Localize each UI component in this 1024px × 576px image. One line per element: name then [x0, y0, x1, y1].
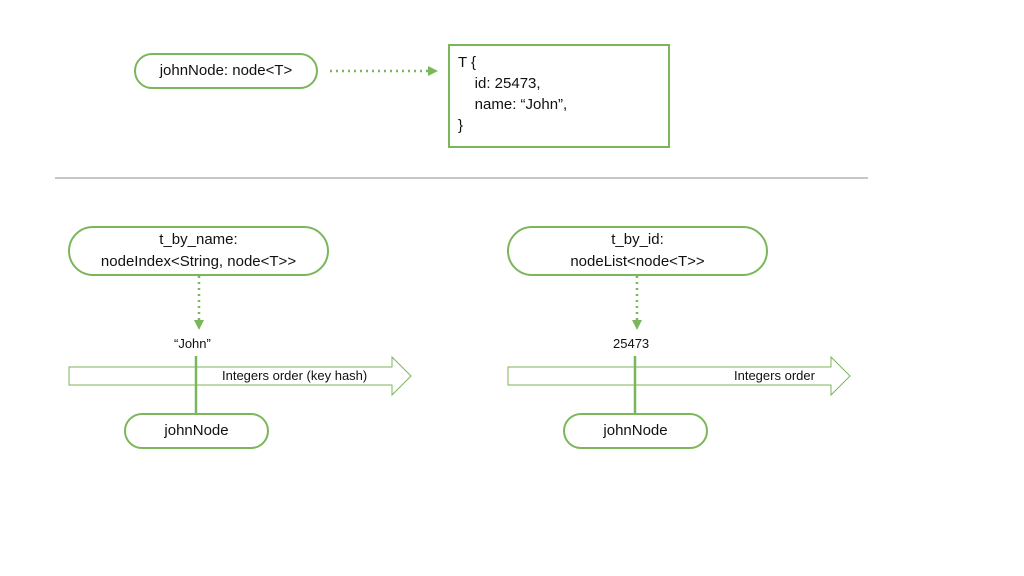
- left-key-label: “John”: [174, 336, 211, 351]
- left-john-node-label: johnNode: [164, 422, 229, 439]
- struct-line: T {: [458, 54, 477, 71]
- right-connector-arrowhead: [632, 320, 642, 330]
- id-list-pill: t_by_id: nodeList<node<T>>: [507, 226, 768, 276]
- name-index-title: t_by_name:: [159, 231, 238, 248]
- struct-line: id: 25473,: [458, 75, 541, 92]
- name-index-pill: t_by_name: nodeIndex<String, node<T>>: [68, 226, 329, 276]
- left-order-axis-arrow: [68, 355, 412, 397]
- struct-line: }: [458, 117, 464, 134]
- name-index-type: nodeIndex<String, node<T>>: [100, 253, 297, 270]
- id-list-type: nodeList<node<T>>: [570, 253, 705, 270]
- right-john-node-pill: johnNode: [563, 413, 708, 449]
- right-axis-label: Integers order: [734, 368, 815, 383]
- right-key-label: 25473: [613, 336, 650, 351]
- top-connector-arrowhead: [428, 66, 438, 76]
- struct-box: T { id: 25473, name: “John”, }: [448, 44, 670, 148]
- struct-line: name: “John”,: [458, 96, 568, 113]
- left-axis-label: Integers order (key hash): [222, 368, 368, 383]
- left-connector-arrowhead: [194, 320, 204, 330]
- right-order-axis-arrow: [507, 355, 851, 397]
- right-john-node-label: johnNode: [603, 422, 668, 439]
- john-node-pill: johnNode: node<T>: [134, 53, 318, 89]
- id-list-title: t_by_id:: [611, 231, 664, 248]
- left-john-node-pill: johnNode: [124, 413, 269, 449]
- john-node-label: johnNode: node<T>: [159, 62, 293, 79]
